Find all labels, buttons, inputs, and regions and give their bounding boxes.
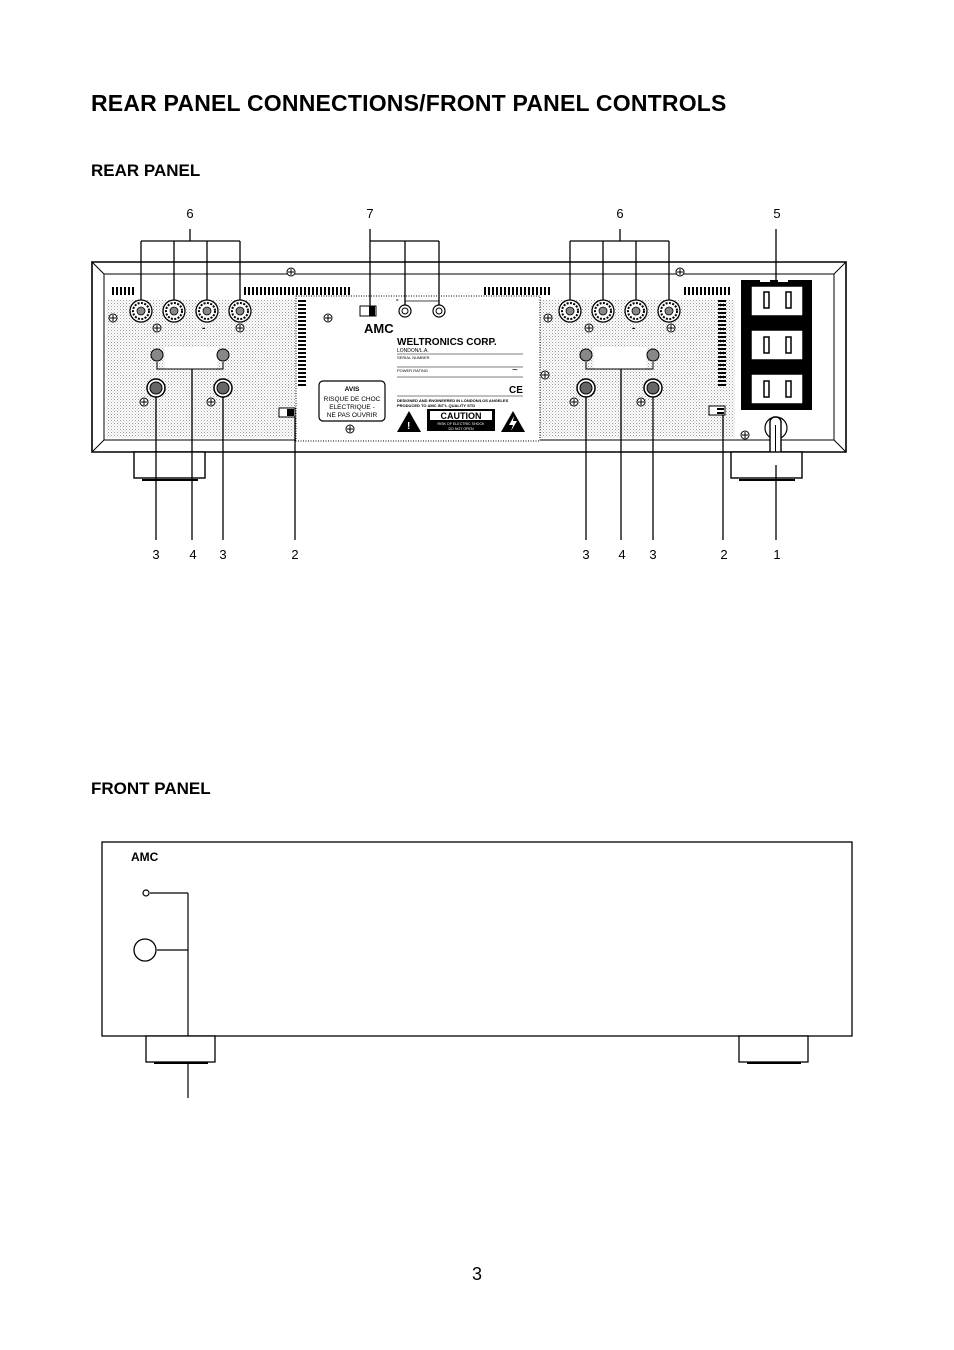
- avis-line-1: RISQUE DE CHOC: [324, 396, 381, 403]
- power-rating-label: POWER RATING: [397, 368, 428, 373]
- lightning-icon: [509, 416, 517, 431]
- terminal-sign: -: [632, 323, 635, 334]
- avis-line-2: ELECTRIQUE -: [329, 404, 375, 411]
- page-title: REAR PANEL CONNECTIONS/FRONT PANEL CONTR…: [91, 90, 727, 116]
- caution-label: ! CAUTION RISK OF ELECTRIC SHOCK DO NOT …: [397, 409, 525, 432]
- avis-label: AVIS RISQUE DE CHOC ELECTRIQUE - NE PAS …: [318, 380, 386, 422]
- callout-3: 3: [152, 547, 159, 562]
- company-name: WELTRONICS CORP.: [397, 337, 497, 348]
- callout-5: 5: [773, 206, 780, 221]
- power-button[interactable]: [133, 938, 157, 962]
- callout-3: 3: [582, 547, 589, 562]
- callout-3: 3: [219, 547, 226, 562]
- caution-line-2: DO NOT OPEN: [448, 427, 473, 431]
- callout-1: 1: [773, 547, 780, 562]
- callout-6-right: 6: [616, 206, 623, 221]
- caution-line-1: RISK OF ELECTRIC SHOCK: [438, 422, 486, 426]
- company-city: LONDON/L.A.: [397, 348, 429, 354]
- maker-label: WELTRONICS CORP. LONDON/L.A. SERIAL NUMB…: [397, 337, 523, 408]
- callout-6-left: 6: [186, 206, 193, 221]
- warning-icon: !: [407, 421, 410, 432]
- front-panel-drawing: AMC: [101, 841, 853, 1098]
- callout-4: 4: [189, 547, 196, 562]
- front-panel-heading: FRONT PANEL: [91, 779, 211, 798]
- ce-mark: CE: [509, 385, 523, 396]
- rear-panel-drawing: - -: [90, 206, 848, 562]
- designed-text: DESIGNED AND ENGINEERED IN LONDON/LOS AN…: [397, 398, 509, 403]
- avis-line-3: NE PAS OUVRIR: [327, 412, 378, 419]
- rear-brand-logo: AMC: [364, 321, 394, 336]
- terminal-sign: -: [396, 295, 399, 304]
- callout-7: 7: [366, 206, 373, 221]
- ac-symbol: ~: [512, 365, 518, 376]
- caution-title: CAUTION: [441, 411, 482, 421]
- produced-text: PRODUCED TO AMC INT'L QUALITY STD: [397, 403, 475, 408]
- callout-4: 4: [618, 547, 625, 562]
- power-led: [142, 889, 150, 897]
- terminal-sign: -: [202, 323, 205, 334]
- callout-2: 2: [291, 547, 298, 562]
- callout-2: 2: [720, 547, 727, 562]
- callout-3: 3: [649, 547, 656, 562]
- page-number: 3: [471, 1264, 482, 1284]
- rear-panel-heading: REAR PANEL: [91, 161, 201, 180]
- serial-number-label: SERIAL NUMBER: [397, 355, 430, 360]
- avis-title: AVIS: [345, 386, 360, 393]
- front-brand-logo: AMC: [131, 850, 159, 864]
